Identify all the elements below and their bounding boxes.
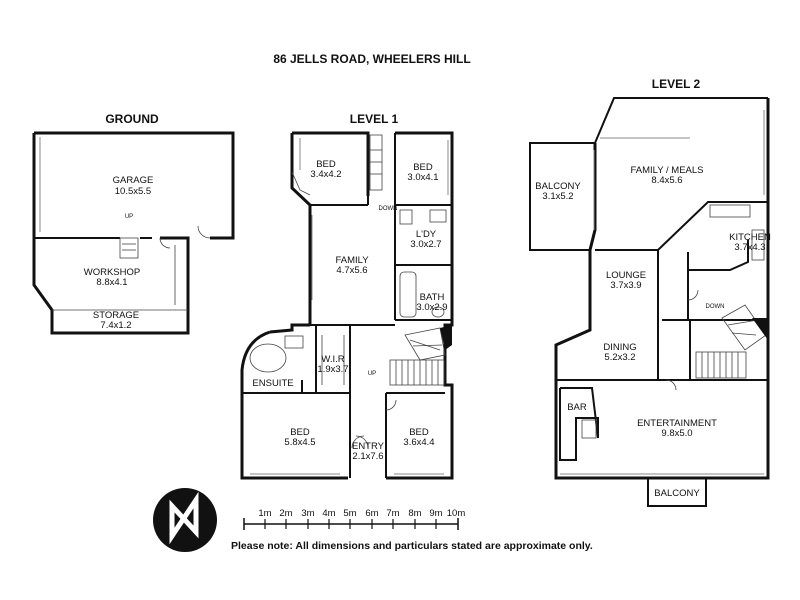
north-compass-icon bbox=[153, 488, 217, 552]
level2-stair-down-label: DOWN bbox=[706, 304, 725, 310]
room-garage-size: 10.5x5.5 bbox=[115, 186, 151, 197]
scale-tick-label: 1m bbox=[258, 508, 271, 519]
scale-tick-label: 2m bbox=[279, 508, 292, 519]
room-family-meals-name: FAMILY / MEALS bbox=[630, 165, 703, 176]
level1-stair-up-label: UP bbox=[368, 371, 376, 377]
level1-floor-plan bbox=[240, 131, 454, 480]
plan-title: 86 JELLS ROAD, WHEELERS HILL bbox=[273, 52, 470, 66]
room-family-name: FAMILY bbox=[335, 255, 369, 266]
room-bath-size: 3.0x2.9 bbox=[416, 302, 447, 313]
room-dining-name: DINING bbox=[603, 342, 636, 353]
room-entry-size: 2.1x7.6 bbox=[352, 451, 383, 462]
room-laundry-name: L'DY bbox=[416, 229, 437, 240]
room-bed1-size: 3.4x4.2 bbox=[310, 169, 341, 180]
level1-label: LEVEL 1 bbox=[350, 112, 399, 126]
level1-stair-down-label: DOWN bbox=[379, 206, 398, 212]
room-entertainment-size: 9.8x5.0 bbox=[661, 428, 692, 439]
level2-floor-plan bbox=[529, 97, 770, 507]
scale-tick-label: 8m bbox=[408, 508, 421, 519]
room-balcony-top-name: BALCONY bbox=[535, 181, 581, 192]
scale-tick-label: 6m bbox=[365, 508, 378, 519]
room-lounge-size: 3.7x3.9 bbox=[610, 280, 641, 291]
scale-tick-label: 3m bbox=[301, 508, 314, 519]
level2-label: LEVEL 2 bbox=[652, 77, 701, 91]
room-bed4-name: BED bbox=[409, 427, 429, 438]
room-workshop-name: WORKSHOP bbox=[84, 267, 140, 278]
room-dining-size: 5.2x3.2 bbox=[604, 352, 635, 363]
ground-floor-plan bbox=[32, 131, 235, 335]
room-balcony-top-size: 3.1x5.2 bbox=[542, 191, 573, 202]
disclaimer-note: Please note: All dimensions and particul… bbox=[231, 540, 593, 552]
room-family-size: 4.7x5.6 bbox=[336, 265, 367, 276]
room-bed1-name: BED bbox=[316, 159, 336, 170]
room-kitchen-size: 3.7x4.3 bbox=[734, 242, 765, 253]
room-bed2-name: BED bbox=[413, 162, 433, 173]
room-laundry-size: 3.0x2.7 bbox=[410, 239, 441, 250]
scale-bar bbox=[243, 518, 459, 530]
room-storage-name: STORAGE bbox=[93, 310, 139, 321]
room-bed4-size: 3.6x4.4 bbox=[403, 437, 434, 448]
room-balcony-bottom-name: BALCONY bbox=[654, 488, 700, 499]
room-kitchen-name: KITCHEN bbox=[729, 232, 771, 243]
room-bed2-size: 3.0x4.1 bbox=[407, 172, 438, 183]
scale-tick-label: 9m bbox=[429, 508, 442, 519]
room-wir-name: W.I.R bbox=[321, 354, 344, 365]
room-workshop-size: 8.8x4.1 bbox=[96, 277, 127, 288]
room-ensuite-name: ENSUITE bbox=[252, 378, 293, 389]
room-entry-name: ENTRY bbox=[352, 441, 385, 452]
room-bed3-size: 5.8x4.5 bbox=[284, 437, 315, 448]
room-storage-size: 7.4x1.2 bbox=[100, 320, 131, 331]
room-bed3-name: BED bbox=[290, 427, 310, 438]
scale-tick-label: 10m bbox=[447, 508, 466, 519]
ground-stair-up-label: UP bbox=[125, 214, 133, 220]
room-entertainment-name: ENTERTAINMENT bbox=[637, 418, 717, 429]
room-wir-size: 1.9x3.7 bbox=[317, 364, 348, 375]
ground-level-label: GROUND bbox=[105, 112, 159, 126]
room-bath-name: BATH bbox=[420, 292, 445, 303]
room-garage-name: GARAGE bbox=[113, 175, 154, 186]
room-lounge-name: LOUNGE bbox=[606, 270, 646, 281]
scale-tick-label: 5m bbox=[343, 508, 356, 519]
room-family-meals-size: 8.4x5.6 bbox=[651, 175, 682, 186]
scale-tick-label: 4m bbox=[322, 508, 335, 519]
room-bar-name: BAR bbox=[567, 402, 587, 413]
scale-tick-label: 7m bbox=[386, 508, 399, 519]
